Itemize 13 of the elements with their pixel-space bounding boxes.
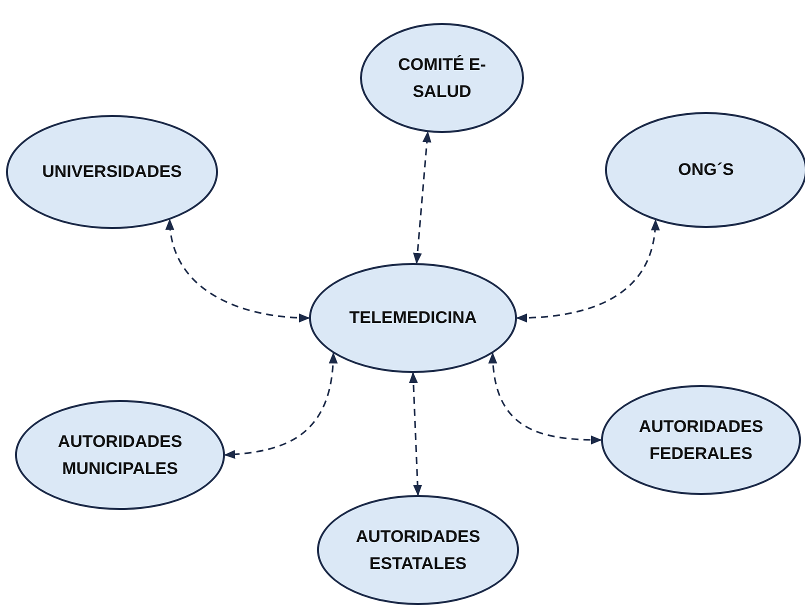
node-label: AUTORIDADES MUNICIPALES <box>56 430 184 480</box>
dashed-arrow <box>408 372 422 496</box>
node-label: UNIVERSIDADES <box>42 161 182 184</box>
node-label: AUTORIDADES ESTATALES <box>354 526 482 575</box>
node-label: AUTORIDADES FEDERALES <box>638 416 764 465</box>
dashed-arrow <box>516 219 660 322</box>
dashed-arrow <box>488 352 602 444</box>
node-label: COMITÉ E-SALUD <box>397 54 487 103</box>
node-label: TELEMEDICINA <box>349 307 477 330</box>
dashed-arrow <box>413 131 432 264</box>
dashed-arrow <box>224 352 338 459</box>
dashed-arrow <box>166 218 310 322</box>
node-label: ONG´S <box>678 159 734 182</box>
